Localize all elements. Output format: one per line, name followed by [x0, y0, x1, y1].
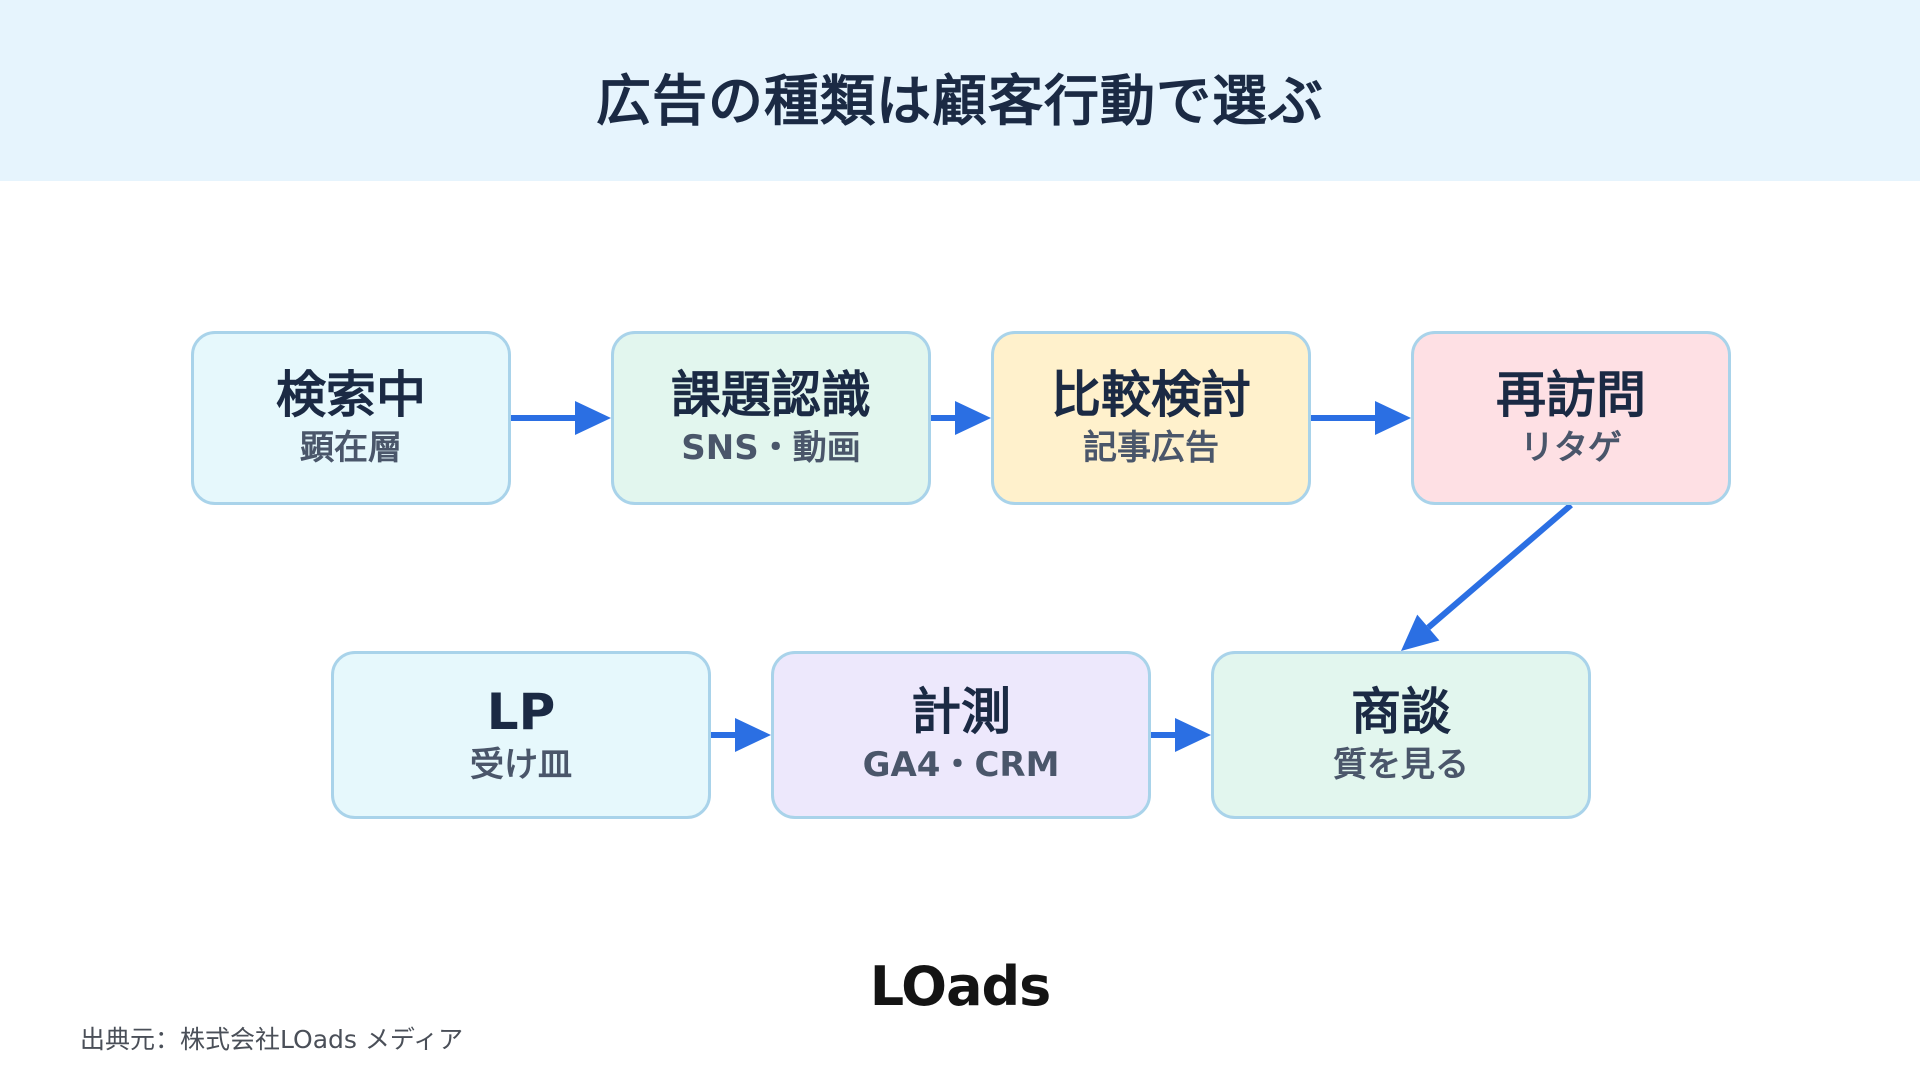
node-subtitle: 顕在層: [300, 427, 402, 468]
node-title: LP: [486, 683, 556, 741]
flow-arrowhead: [735, 718, 771, 752]
flow-arrowhead: [1375, 401, 1411, 435]
node-title: 比較検討: [1051, 366, 1251, 424]
flow-node-awareness: 課題認識 SNS・動画: [611, 331, 931, 505]
node-subtitle: リタゲ: [1520, 427, 1622, 468]
node-title: 課題認識: [671, 366, 871, 424]
source-credit: 出典元：株式会社LOads メディア: [80, 1025, 464, 1054]
node-subtitle: 質を見る: [1333, 744, 1469, 785]
loads-logo: LOads: [869, 955, 1052, 1018]
flow-arrow-line: [1426, 502, 1573, 630]
flow-arrowhead: [955, 401, 991, 435]
node-subtitle: 受け皿: [470, 744, 572, 785]
flow-arrowhead: [1175, 718, 1211, 752]
flow-node-lp: LP 受け皿: [331, 651, 711, 819]
page-title: 広告の種類は顧客行動で選ぶ: [595, 69, 1324, 133]
node-title: 計測: [911, 683, 1011, 741]
node-title: 商談: [1351, 683, 1451, 741]
flow-node-revisit: 再訪問 リタゲ: [1411, 331, 1731, 505]
node-subtitle: SNS・動画: [681, 427, 861, 468]
node-title: 検索中: [276, 366, 426, 424]
flow-node-searching: 検索中 顕在層: [191, 331, 511, 505]
node-subtitle: GA4・CRM: [862, 744, 1060, 785]
flow-node-measurement: 計測 GA4・CRM: [771, 651, 1151, 819]
flow-arrowhead: [575, 401, 611, 435]
node-title: 再訪問: [1496, 366, 1646, 424]
flow-node-comparison: 比較検討 記事広告: [991, 331, 1311, 505]
flow-arrowhead: [1401, 614, 1440, 651]
header-banner: 広告の種類は顧客行動で選ぶ: [0, 0, 1920, 181]
flow-node-negotiation: 商談 質を見る: [1211, 651, 1591, 819]
node-subtitle: 記事広告: [1083, 427, 1219, 468]
